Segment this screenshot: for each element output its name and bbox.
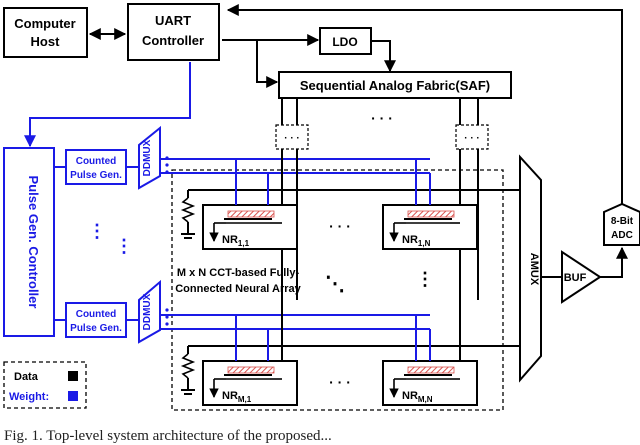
- nr1n-label: NR: [402, 234, 418, 246]
- svg-text:NRM,1: NRM,1: [222, 390, 252, 404]
- nr11-label: NR: [222, 234, 238, 246]
- tap-dots-1: · · ·: [284, 133, 300, 144]
- ldo-block: LDO: [319, 27, 372, 55]
- array-dots-rowm: · · ·: [329, 374, 351, 390]
- legend-weight-swatch: [68, 391, 78, 401]
- buf-to-adc-line: [600, 246, 628, 278]
- adc-label-2: ADC: [611, 230, 633, 241]
- neuron-cell-1-n: NR1,N: [382, 159, 478, 250]
- adc-to-uart-line: [226, 4, 623, 210]
- neural-array-boundary: [171, 169, 504, 411]
- array-dots-diagonal: ⋱: [325, 273, 345, 295]
- ddmux-top-label: DDMUX: [142, 139, 153, 176]
- counted-vertical-dots: ⋮: [88, 221, 106, 241]
- buf-label: BUF: [564, 272, 587, 284]
- ddmux-vertical-dots: ⋮: [115, 236, 133, 256]
- buf-block: BUF: [561, 250, 602, 304]
- neuron-cell-m-n: NRM,N: [382, 315, 478, 406]
- legend-data-label: Data: [14, 371, 39, 383]
- svg-text:NR1,N: NR1,N: [402, 234, 431, 248]
- computer-host-label-2: Host: [31, 34, 61, 49]
- counted-top-label-1: Counted: [76, 156, 117, 167]
- legend-weight-label: Weight:: [9, 391, 49, 403]
- counted-pulse-gen-top: Counted Pulse Gen.: [65, 149, 127, 185]
- uart-controller-block: UART Controller: [127, 3, 220, 61]
- neuron-cell-m-1: NRM,1: [202, 315, 298, 406]
- figure-caption: Fig. 1. Top-level system architecture of…: [4, 428, 332, 444]
- array-dots-column: ⋮: [416, 269, 434, 289]
- rowm-resistor: [180, 345, 200, 395]
- uart-label-2: Controller: [142, 33, 204, 48]
- svg-text:NR1,1: NR1,1: [222, 234, 250, 248]
- nrm1-sub: M,1: [238, 395, 252, 404]
- legend: Data Weight:: [3, 361, 87, 409]
- computer-host-block: Computer Host: [3, 7, 88, 58]
- counted-bottom-label-1: Counted: [76, 309, 117, 320]
- neuron-cell-1-1: NR1,1: [202, 159, 298, 250]
- nrmn-sub: M,N: [418, 395, 433, 404]
- nr1n-sub: 1,N: [418, 239, 431, 248]
- nr11-sub: 1,1: [238, 239, 250, 248]
- tap-dots-2: · · ·: [464, 133, 480, 144]
- uart-label-1: UART: [155, 13, 191, 28]
- computer-host-label-1: Computer: [14, 16, 75, 31]
- row1-resistor: [180, 189, 200, 239]
- array-label-1: M x N CCT-based Fully-: [177, 267, 300, 279]
- amux-block: AMUX: [519, 154, 542, 383]
- counted-top-label-2: Pulse Gen.: [70, 170, 122, 181]
- adc-label-1: 8-Bit: [611, 216, 634, 227]
- adc-block: 8-Bit ADC: [603, 202, 640, 246]
- ddmux-bottom: DDMUX: [138, 279, 169, 344]
- array-dots-row1: · · ·: [329, 218, 351, 234]
- ldo-to-saf-line: [371, 40, 396, 73]
- ddmux-bottom-label: DDMUX: [142, 293, 153, 330]
- uart-to-pulse-controller-line: [24, 62, 191, 148]
- amux-label: AMUX: [528, 253, 540, 286]
- saf-label: Sequential Analog Fabric(SAF): [300, 78, 490, 93]
- counted-bottom-label-2: Pulse Gen.: [70, 323, 122, 334]
- nrmn-label: NR: [402, 390, 418, 402]
- pulse-gen-controller-block: Pulse Gen. Controller: [3, 147, 55, 337]
- counted-pulse-gen-bottom: Counted Pulse Gen.: [65, 302, 127, 338]
- ldo-label: LDO: [332, 35, 357, 49]
- saf-taps: · · · · · ·: [275, 98, 489, 150]
- saf-block: Sequential Analog Fabric(SAF): [278, 71, 512, 99]
- saf-column-dots: · · ·: [371, 110, 393, 126]
- array-label-2: Connected Neural Array: [175, 283, 301, 295]
- pulse-controller-label: Pulse Gen. Controller: [26, 176, 41, 309]
- svg-text:NRM,N: NRM,N: [402, 390, 433, 404]
- legend-data-swatch: [68, 371, 78, 381]
- uart-to-saf-line: [256, 40, 279, 88]
- nrm1-label: NR: [222, 390, 238, 402]
